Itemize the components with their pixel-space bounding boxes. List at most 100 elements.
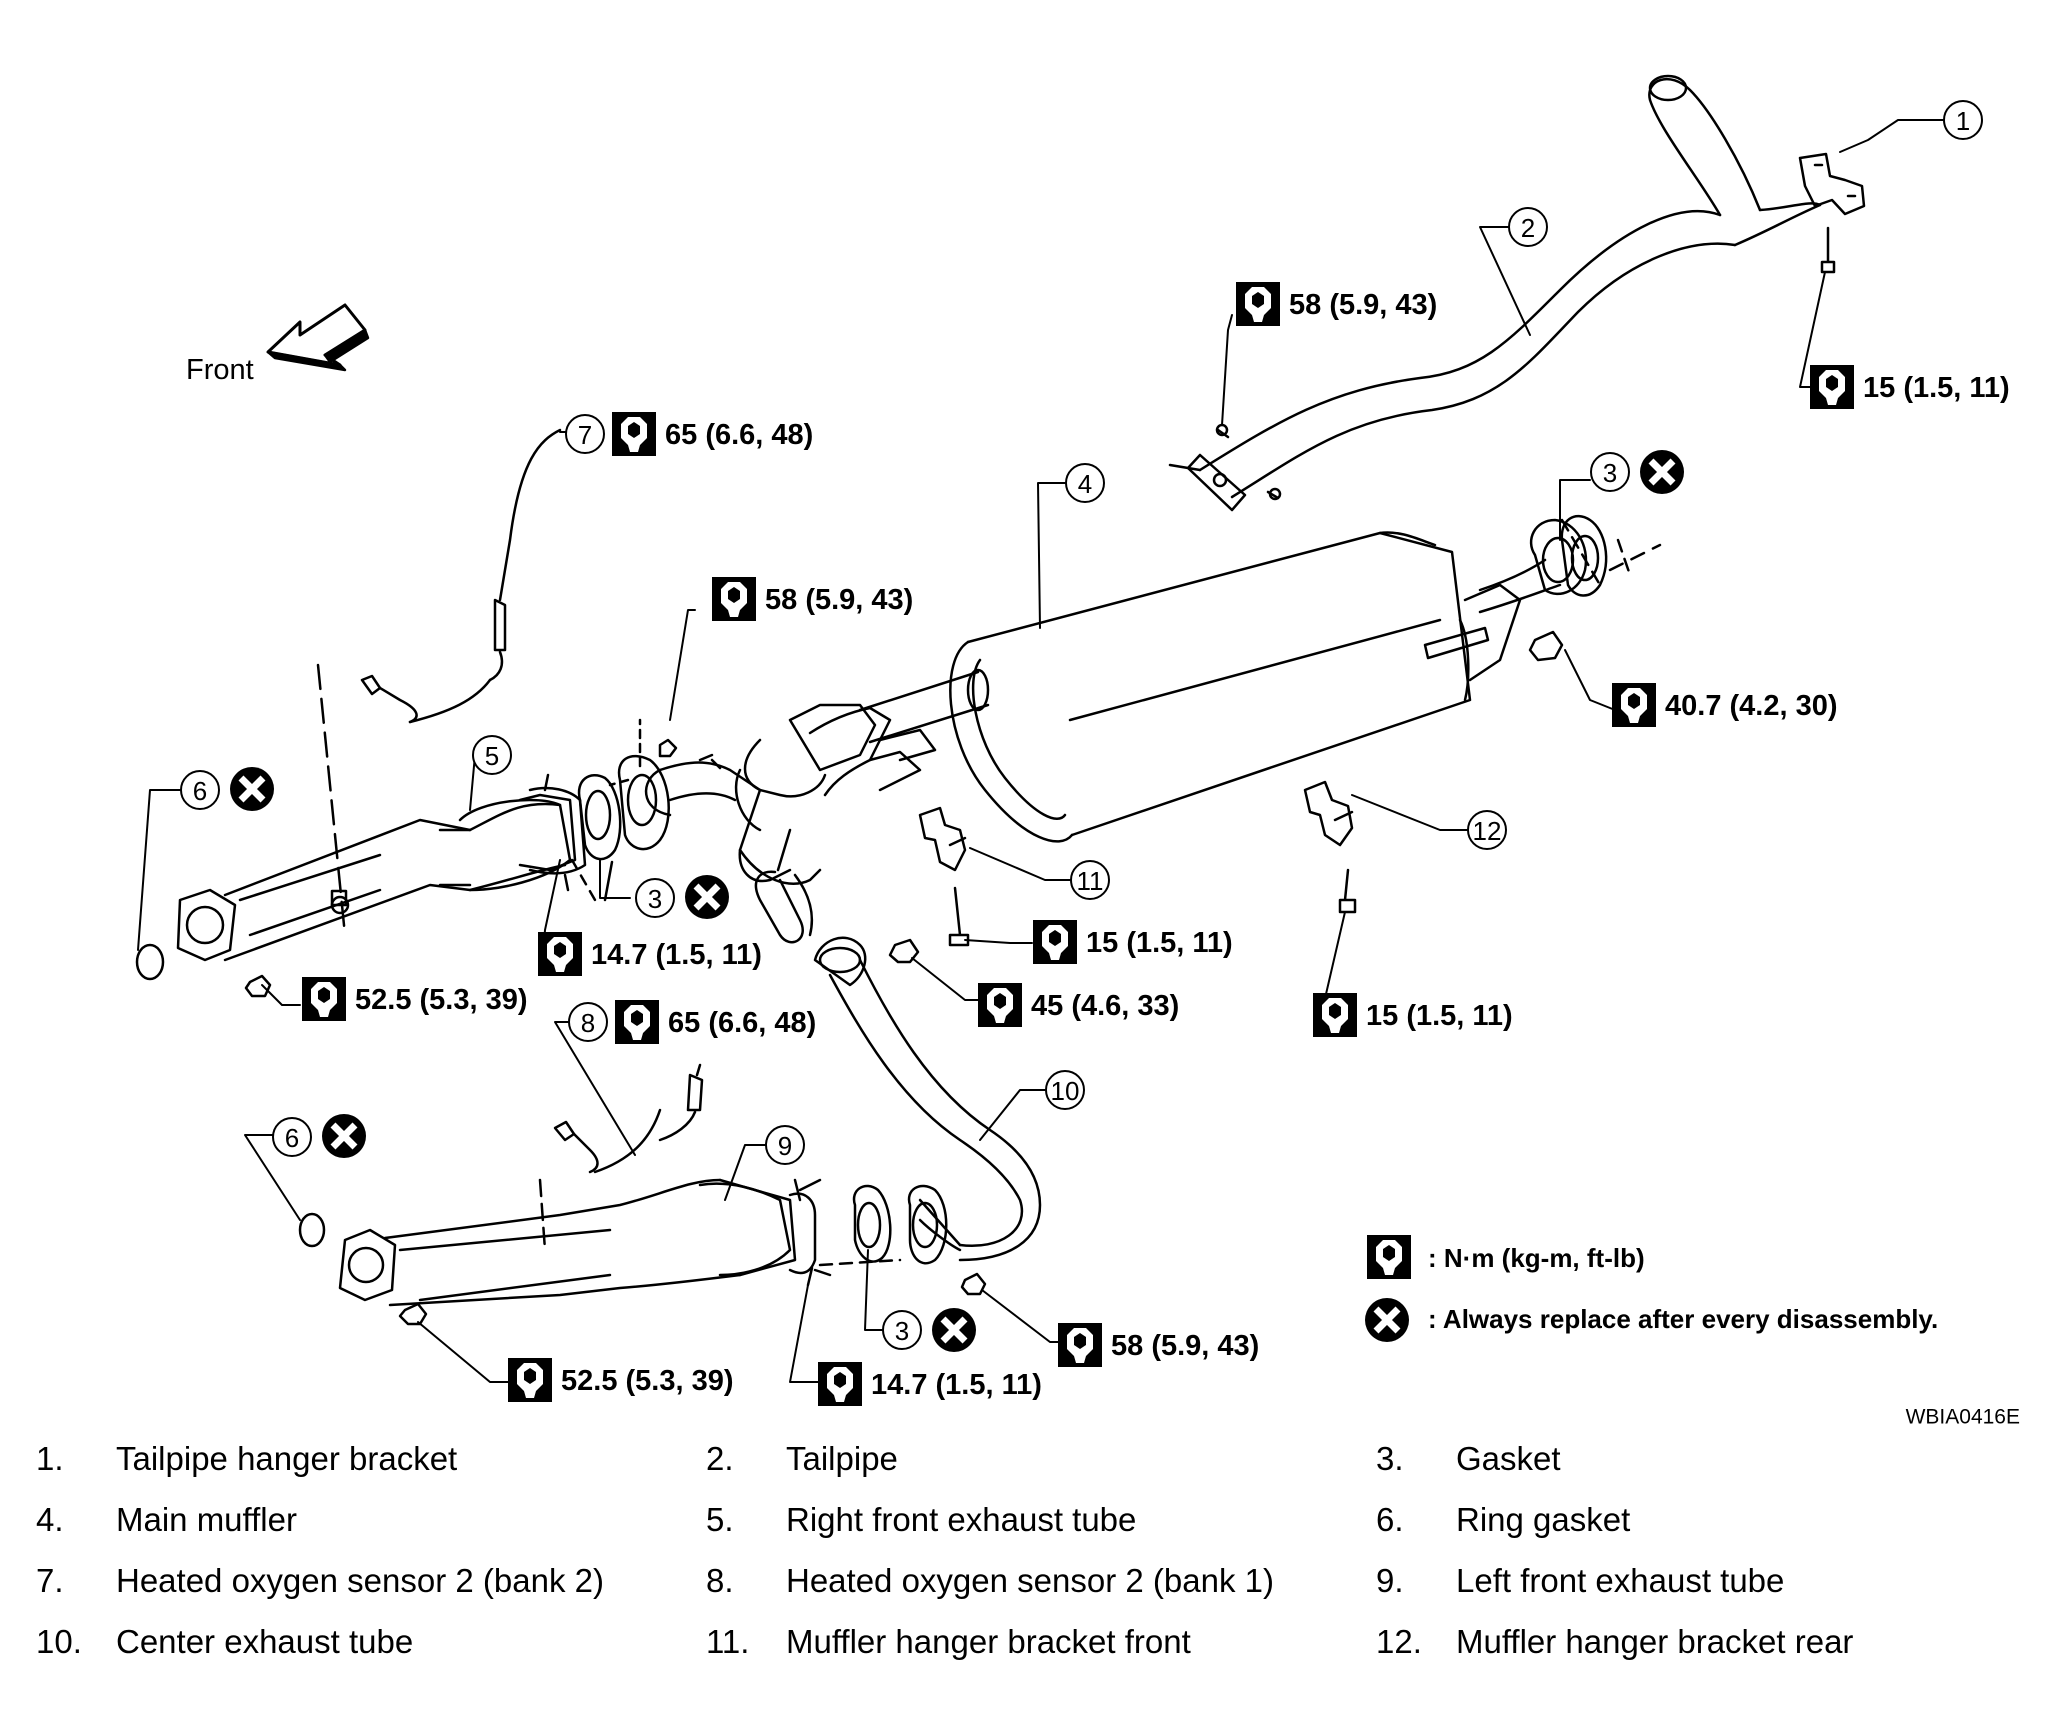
svg-text:2: 2 bbox=[1521, 213, 1535, 243]
torque-o2-bank1: 65 (6.6, 48) bbox=[668, 1007, 816, 1039]
gasket-lower bbox=[852, 1184, 892, 1263]
image-code: WBIA0416E bbox=[1906, 1406, 2020, 1429]
part-number: 10. bbox=[36, 1623, 82, 1660]
callout-4: 4 bbox=[1065, 463, 1105, 503]
legend-replace-note: : Always replace after every disassembly… bbox=[1428, 1304, 1939, 1334]
callout-1: 1 bbox=[1943, 100, 1983, 140]
part-name: Main muffler bbox=[116, 1501, 297, 1538]
callout-6-lower: 6 bbox=[272, 1117, 312, 1157]
torque-center-upper: 58 (5.9, 43) bbox=[765, 584, 913, 616]
part-name: Muffler hanger bracket rear bbox=[1456, 1623, 1854, 1660]
callout-3-upper: 3 bbox=[1590, 452, 1630, 492]
left-front-exhaust-tube bbox=[338, 1178, 832, 1307]
part-number: 6. bbox=[1376, 1501, 1404, 1538]
ring-gasket-upper bbox=[135, 943, 165, 981]
part-number: 12. bbox=[1376, 1623, 1422, 1660]
torque-tailpipe-flange: 58 (5.9, 43) bbox=[1289, 289, 1437, 321]
torque-wrench-icon bbox=[1810, 365, 1854, 409]
svg-text:9: 9 bbox=[778, 1131, 792, 1161]
torque-left-flange: 14.7 (1.5, 11) bbox=[871, 1369, 1042, 1401]
torque-wrench-icon bbox=[1033, 920, 1077, 964]
svg-text:3: 3 bbox=[1603, 458, 1617, 488]
torque-tailpipe-hanger: 15 (1.5, 11) bbox=[1863, 372, 2010, 404]
svg-text:10: 10 bbox=[1051, 1076, 1080, 1106]
torque-right-flange: 14.7 (1.5, 11) bbox=[591, 939, 762, 971]
torque-center-nut: 45 (4.6, 33) bbox=[1031, 990, 1179, 1022]
torque-wrench-icon bbox=[818, 1362, 862, 1406]
legend-torque-unit: : N·m (kg-m, ft-lb) bbox=[1428, 1243, 1645, 1273]
svg-text:12: 12 bbox=[1473, 816, 1502, 846]
part-number: 1. bbox=[36, 1440, 64, 1477]
front-arrow bbox=[266, 303, 370, 372]
callout-10: 10 bbox=[1045, 1070, 1085, 1110]
callout-3-mid: 3 bbox=[635, 878, 675, 918]
right-front-exhaust-tube bbox=[176, 786, 587, 962]
heated-o2-sensor-bank1 bbox=[553, 1063, 704, 1174]
torque-wrench-icon bbox=[615, 1000, 659, 1044]
callout-12: 12 bbox=[1467, 810, 1507, 850]
torque-wrench-icon bbox=[1367, 1235, 1411, 1279]
callout-11: 11 bbox=[1070, 860, 1110, 900]
torque-o2-bank2: 65 (6.6, 48) bbox=[665, 419, 813, 451]
callout-8: 8 bbox=[568, 1002, 608, 1042]
gasket-mid bbox=[577, 774, 622, 861]
torque-muffler-nut: 40.7 (4.2, 30) bbox=[1665, 690, 1838, 722]
torque-right-manifold: 52.5 (5.3, 39) bbox=[355, 984, 528, 1016]
svg-text:3: 3 bbox=[895, 1316, 909, 1346]
callout-3-lower: 3 bbox=[882, 1310, 922, 1350]
torque-wrench-icon bbox=[1236, 282, 1280, 326]
part-name: Right front exhaust tube bbox=[786, 1501, 1137, 1538]
torque-hanger-rear: 15 (1.5, 11) bbox=[1366, 1000, 1513, 1032]
part-name: Heated oxygen sensor 2 (bank 1) bbox=[786, 1562, 1274, 1599]
part-number: 8. bbox=[706, 1562, 734, 1599]
center-exhaust-y-pipe bbox=[644, 703, 937, 944]
tailpipe-hanger-bracket bbox=[1798, 152, 1866, 274]
callout-6-upper: 6 bbox=[180, 770, 220, 810]
replace-icon bbox=[1640, 450, 1684, 494]
part-name: Left front exhaust tube bbox=[1456, 1562, 1785, 1599]
torque-left-manifold: 52.5 (5.3, 39) bbox=[561, 1365, 734, 1397]
torque-wrench-icon bbox=[508, 1358, 552, 1402]
part-number: 11. bbox=[706, 1623, 750, 1660]
ring-gasket-lower bbox=[298, 1212, 326, 1248]
front-label: Front bbox=[186, 354, 254, 386]
callout-9: 9 bbox=[765, 1125, 805, 1165]
part-name: Tailpipe hanger bracket bbox=[116, 1440, 458, 1477]
part-name: Muffler hanger bracket front bbox=[786, 1623, 1191, 1660]
part-name: Tailpipe bbox=[786, 1440, 898, 1477]
muffler-hanger-bracket-rear bbox=[1303, 780, 1357, 914]
main-muffler bbox=[858, 531, 1522, 843]
heated-o2-sensor-bank2 bbox=[360, 428, 562, 724]
torque-wrench-icon bbox=[302, 977, 346, 1021]
svg-text:11: 11 bbox=[1077, 866, 1104, 896]
callout-5: 5 bbox=[472, 735, 512, 775]
torque-center-lower: 58 (5.9, 43) bbox=[1111, 1330, 1259, 1362]
svg-text:4: 4 bbox=[1078, 469, 1092, 499]
part-number: 3. bbox=[1376, 1440, 1404, 1477]
svg-text:6: 6 bbox=[285, 1123, 299, 1153]
torque-hanger-front: 15 (1.5, 11) bbox=[1086, 927, 1233, 959]
replace-icon bbox=[1365, 1298, 1409, 1342]
part-name: Heated oxygen sensor 2 (bank 2) bbox=[116, 1562, 604, 1599]
replace-icon bbox=[322, 1114, 366, 1158]
part-name: Ring gasket bbox=[1456, 1501, 1631, 1538]
muffler-hanger-bracket-front bbox=[918, 806, 970, 947]
replace-icon bbox=[932, 1308, 976, 1352]
part-name: Gasket bbox=[1456, 1440, 1561, 1477]
part-number: 4. bbox=[36, 1501, 64, 1538]
part-name: Center exhaust tube bbox=[116, 1623, 414, 1660]
torque-wrench-icon bbox=[1313, 993, 1357, 1037]
torque-wrench-icon bbox=[978, 983, 1022, 1027]
torque-wrench-icon bbox=[1612, 683, 1656, 727]
part-number: 7. bbox=[36, 1562, 64, 1599]
callout-2: 2 bbox=[1508, 207, 1548, 247]
svg-text:3: 3 bbox=[648, 884, 662, 914]
callout-7: 7 bbox=[565, 414, 605, 454]
torque-wrench-icon bbox=[1058, 1323, 1102, 1367]
svg-text:8: 8 bbox=[581, 1008, 595, 1038]
replace-icon bbox=[685, 875, 729, 919]
gasket-upper bbox=[1560, 514, 1608, 597]
svg-text:6: 6 bbox=[193, 776, 207, 806]
